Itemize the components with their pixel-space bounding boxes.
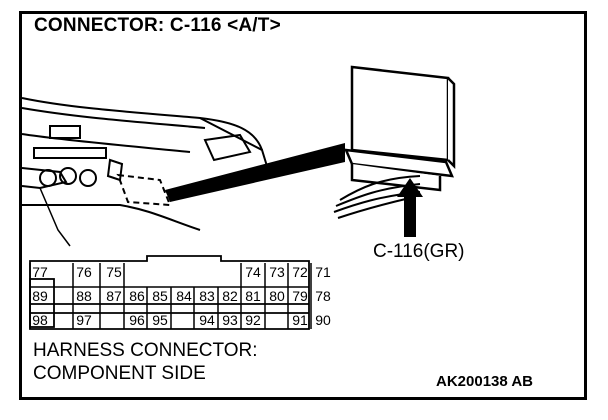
pin-label: 95 [152, 312, 168, 328]
pin-label: 96 [129, 312, 145, 328]
pin-label: 81 [245, 288, 261, 304]
pin-label: 83 [199, 288, 215, 304]
harness-label-line2: COMPONENT SIDE [33, 363, 206, 384]
pin-label: 85 [152, 288, 168, 304]
pin-label: 75 [106, 264, 122, 280]
pin-label: 82 [222, 288, 238, 304]
pin-label: 97 [76, 312, 92, 328]
diagram-frame [19, 11, 587, 400]
pin-label: 79 [292, 288, 308, 304]
ecu-unit [343, 65, 456, 192]
leader-wedge [165, 143, 345, 202]
pin-label: 71 [315, 264, 331, 280]
pin-label: 92 [245, 312, 261, 328]
pin-label: 74 [245, 264, 261, 280]
pin-label: 76 [76, 264, 92, 280]
pin-label: 88 [76, 288, 92, 304]
harness-label-line1: HARNESS CONNECTOR: [33, 340, 258, 361]
pin-label: 87 [106, 288, 122, 304]
pin-label: 73 [269, 264, 285, 280]
figure-code: AK200138 AB [436, 373, 533, 390]
connector-arrow [397, 178, 423, 237]
connector-callout: C-116(GR) [373, 241, 465, 262]
pin-label: 84 [176, 288, 192, 304]
pin-label: 89 [32, 288, 48, 304]
diagram-title: CONNECTOR: C-116 <A/T> [34, 15, 281, 36]
pin-label: 80 [269, 288, 285, 304]
dashboard-details [33, 125, 124, 187]
pin-label: 94 [199, 312, 215, 328]
pin-label: 93 [222, 312, 238, 328]
pin-label: 72 [292, 264, 308, 280]
pin-label: 90 [315, 312, 331, 328]
pin-label: 86 [129, 288, 145, 304]
pin-label: 77 [32, 264, 48, 280]
pin-label: 98 [32, 312, 48, 328]
pin-label: 78 [315, 288, 331, 304]
pin-grid [29, 255, 310, 330]
dashboard-drawing [21, 97, 271, 247]
pin-label: 91 [292, 312, 308, 328]
